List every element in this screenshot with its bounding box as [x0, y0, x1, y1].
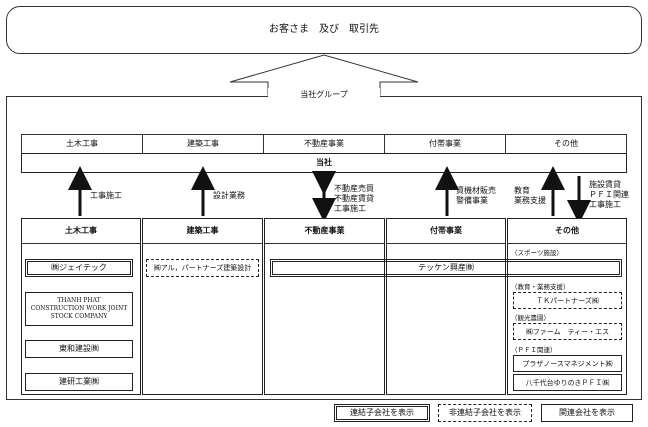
- company-jtec: ㈱ジェイテック: [25, 259, 133, 277]
- column-realestate-header: 不動産事業: [265, 219, 384, 244]
- column-ancillary: 付帯事業: [386, 218, 506, 395]
- column-other-header: その他: [508, 219, 626, 244]
- flow-label-realestate-1: 不動産売買: [334, 184, 374, 193]
- other-group-education-label: （教育・業務支援）: [511, 283, 570, 291]
- company-tk-partners: ＴＫパートナーズ㈱: [513, 292, 622, 309]
- company-tekken-kosan: テッケン興産㈱: [270, 259, 622, 277]
- segment-civil: 土木工事: [22, 135, 143, 153]
- flow-label-ancillary: 資機材販売 警備事業: [456, 186, 496, 206]
- flow-label-other-right-3: 工事施工: [589, 200, 621, 209]
- column-building: 建築工事: [142, 218, 263, 395]
- legend-consolidated: 連結子会社を表示: [334, 404, 430, 422]
- company-label: 当社: [316, 158, 332, 167]
- column-building-header: 建築工事: [143, 219, 262, 244]
- company-kenken: 建研工業㈱: [25, 373, 133, 391]
- other-group-pfi-label: （ＰＦＩ関連）: [511, 346, 557, 354]
- company-thanh-phat-label: THANH PHAT CONSTRUCTION WORK JOINT STOCK…: [30, 297, 128, 320]
- flow-label-civil: 工事施工: [90, 191, 122, 200]
- flow-label-realestate-2: 不動産賃貸: [334, 194, 374, 203]
- flow-label-realestate: 不動産売買 不動産賃貸 工事施工: [334, 184, 374, 214]
- company-towa: 東和建設㈱: [25, 340, 133, 358]
- segment-building: 建築工事: [143, 135, 264, 153]
- flow-label-other-right: 施設賃貸 ＰＦＩ関連 工事施工: [589, 180, 629, 210]
- segment-other: その他: [554, 139, 578, 148]
- other-group-farm-label: （観光農園）: [511, 314, 550, 322]
- column-other: その他: [507, 218, 627, 395]
- company-yachiyodai: 八千代台ゆりのきＰＦＩ㈱: [513, 374, 622, 391]
- flow-label-other-left-2: 業務支援: [514, 196, 546, 205]
- flow-label-other-right-1: 施設賃貸: [589, 180, 621, 189]
- flow-label-building: 設計業務: [213, 191, 245, 200]
- column-realestate: 不動産事業: [264, 218, 385, 395]
- company-farm-ts: ㈱ファーム ティー・エス: [513, 323, 622, 340]
- flow-label-other-left-1: 教育: [514, 186, 530, 195]
- group-label: 当社グループ: [268, 88, 380, 102]
- company-thanh-phat: THANH PHAT CONSTRUCTION WORK JOINT STOCK…: [25, 292, 133, 326]
- column-civil: 土木工事: [21, 218, 141, 395]
- segment-realestate: 不動産事業: [264, 135, 385, 153]
- segment-ancillary: 付帯事業: [385, 135, 506, 153]
- legend-nonconsolidated: 非連結子会社を表示: [438, 404, 532, 422]
- column-civil-header: 土木工事: [22, 219, 140, 244]
- customers-banner: お客さま 及び 取引先: [6, 6, 642, 54]
- flow-label-realestate-3: 工事施工: [334, 204, 366, 213]
- customers-banner-label: お客さま 及び 取引先: [269, 24, 379, 35]
- flow-label-ancillary-2: 警備事業: [456, 196, 488, 205]
- column-ancillary-header: 付帯事業: [387, 219, 505, 244]
- flow-label-ancillary-1: 資機材販売: [456, 186, 496, 195]
- company-al-partners: ㈱アル，パートナーズ建築設計: [146, 259, 259, 277]
- other-group-sports-label: （スポーツ施設）: [511, 249, 563, 257]
- flow-label-other-left: 教育 業務支援: [514, 186, 546, 206]
- legend-affiliate: 関連会社を表示: [541, 404, 633, 422]
- flow-label-other-right-2: ＰＦＩ関連: [589, 190, 629, 199]
- company-plaza-north: プラザノースマネジメント㈱: [513, 355, 622, 372]
